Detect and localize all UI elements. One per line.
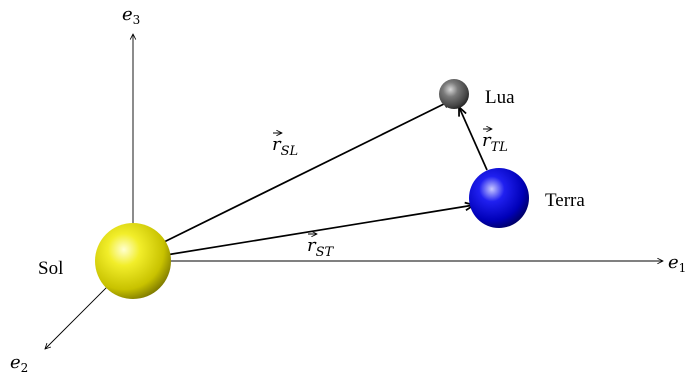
moon-label: Lua [485, 87, 515, 108]
svg-text:rTL: rTL [482, 130, 508, 155]
vector-r-tl-arrow [459, 107, 488, 171]
vector-r-sl-arrow [163, 100, 452, 243]
vector-label-r-st: rST [307, 234, 335, 260]
vector-label-r-sl: rSL [272, 133, 298, 159]
moon-sphere [439, 79, 469, 109]
svg-text:rSL: rSL [272, 134, 298, 159]
sun-sphere [95, 223, 171, 299]
vector-label-r-tl: rTL [482, 129, 508, 155]
axis-label-e2: e2 [10, 352, 28, 375]
svg-text:rST: rST [307, 235, 335, 260]
axis-label-e1: e1 [668, 252, 686, 275]
axis-label-e3: e3 [122, 4, 140, 27]
sun-label: Sol [38, 258, 63, 279]
earth-label: Terra [545, 190, 585, 211]
vector-r-st-arrow [165, 205, 474, 256]
earth-sphere [469, 168, 529, 228]
